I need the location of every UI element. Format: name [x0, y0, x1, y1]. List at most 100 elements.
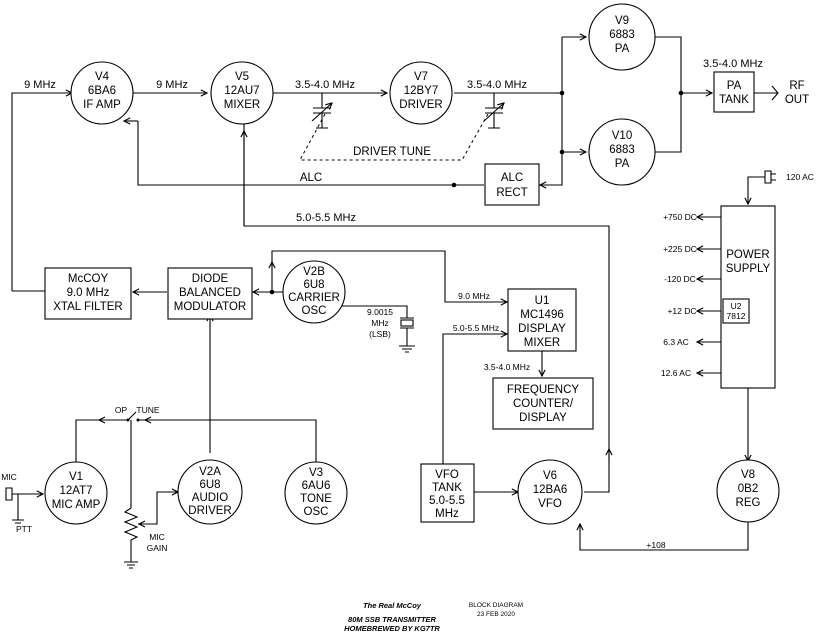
vfo-tank-line1: VFO [435, 469, 459, 481]
v8-line3: REG [736, 497, 761, 509]
title-block: The Real McCoy 80M SSB TRANSMITTER HOMEB… [344, 601, 523, 633]
tube-v10-pa: V10 6883 PA [588, 118, 656, 186]
tube-v7-driver: V7 12BY7 DRIVER [389, 61, 453, 125]
u1-display-mixer-block: U1 MC1496 DISPLAY MIXER [507, 288, 577, 352]
label-ptt: PTT [16, 524, 32, 534]
v2b-line2: 6U8 [303, 279, 324, 291]
v2b-line1: V2B [303, 266, 325, 278]
u1-line2: MC1496 [520, 309, 563, 321]
v4-line1: V4 [95, 71, 110, 83]
pa-tank-line1: PA [727, 80, 742, 92]
label-crystal-1: 9.0015 [367, 307, 393, 317]
mod-line3: MODULATOR [174, 301, 246, 313]
label-carrier-to-u1: 9.0 MHz [458, 291, 490, 301]
v2a-line2: 6U8 [199, 479, 220, 491]
u2-line2: 7812 [727, 311, 746, 321]
v3-line1: V3 [309, 467, 323, 479]
v9-line2: 6883 [609, 29, 635, 41]
filter-line3: XTAL FILTER [53, 301, 122, 313]
v7-line2: 12BY7 [404, 85, 439, 97]
label-alc: ALC [300, 172, 322, 184]
label-if-in: 9 MHz [24, 79, 56, 91]
v8-line1: V8 [741, 469, 755, 481]
label-tune: TUNE [136, 405, 159, 415]
tube-v8-reg: V8 0B2 REG [716, 459, 780, 523]
tube-v1-mic-amp: V1 12AT7 MIC AMP [44, 461, 108, 525]
label-crystal-3: (LSB) [369, 329, 391, 339]
v6-line2: 12BA6 [533, 484, 568, 496]
counter-line3: DISPLAY [519, 412, 567, 424]
ps-out-6v3: 6.3 AC [663, 337, 689, 347]
ps-out-225: +225 DC [663, 244, 697, 254]
v6-line1: V6 [543, 470, 557, 482]
label-pa-out: 3.5-4.0 MHz [703, 58, 763, 70]
footer-brand: The Real McCoy [363, 601, 422, 610]
ps-line2: SUPPLY [726, 263, 771, 275]
frequency-counter-block: FREQUENCY COUNTER/ DISPLAY [492, 377, 594, 430]
v1-line1: V1 [69, 471, 83, 483]
v3-line2: 6AU6 [302, 480, 331, 492]
footer-doc-type: BLOCK DIAGRAM [469, 602, 523, 609]
filter-line2: 9.0 MHz [67, 287, 110, 299]
mod-line2: BALANCED [179, 287, 241, 299]
tube-v5-mixer: V5 12AU7 MIXER [210, 61, 274, 125]
footer-title-2: HOMEBREWED BY KG7TR [344, 624, 440, 633]
label-vfo-line: 5.0-5.5 MHz [296, 212, 356, 224]
tube-v2a-audio-driver: V2A 6U8 AUDIO DRIVER [177, 459, 243, 525]
v1-line2: 12AT7 [59, 485, 92, 497]
counter-line1: FREQUENCY [507, 384, 580, 396]
label-crystal-2: MHz [371, 318, 388, 328]
power-output-labels: +750 DC +225 DC -120 DC +12 DC 6.3 AC 12… [661, 172, 814, 378]
pa-tank-line2: TANK [719, 94, 749, 106]
v7-line3: DRIVER [399, 99, 442, 111]
alc-rect-line2: RECT [496, 187, 527, 199]
u1-line1: U1 [535, 295, 550, 307]
xtal-filter-block: McCOY 9.0 MHz XTAL FILTER [44, 267, 132, 320]
v1-line3: MIC AMP [52, 499, 101, 511]
v2a-line3: AUDIO [192, 492, 228, 504]
v5-line2: 12AU7 [224, 85, 259, 97]
label-if-out: 9 MHz [156, 79, 188, 91]
label-mixer-out: 3.5-4.0 MHz [295, 79, 355, 91]
vfo-tank-line2: TANK [432, 482, 462, 494]
v2a-line4: DRIVER [188, 505, 231, 517]
v2a-line1: V2A [199, 466, 221, 478]
pa-tank-block: PA TANK [713, 71, 755, 113]
label-mic-gain-1: MIC [149, 532, 165, 542]
v5-line3: MIXER [224, 99, 260, 111]
footer-date: 23 FEB 2020 [477, 611, 515, 618]
junction-dots [269, 90, 684, 295]
v2b-line3: CARRIER [288, 292, 340, 304]
ps-out-12: +12 DC [667, 306, 696, 316]
v6-line3: VFO [538, 498, 562, 510]
label-mic-gain-2: GAIN [147, 543, 168, 553]
v3-line4: OSC [304, 506, 329, 518]
label-driver-out: 3.5-4.0 MHz [467, 79, 527, 91]
label-u1-out: 3.5-4.0 MHz [484, 362, 530, 372]
v9-line3: PA [615, 43, 630, 55]
v10-line2: 6883 [609, 144, 635, 156]
v7-line1: V7 [414, 71, 428, 83]
alc-rect-line1: ALC [501, 172, 523, 184]
label-plus-108: +108 [646, 540, 665, 550]
signal-wires [5, 37, 779, 569]
label-vfo-to-u1: 5.0-5.5 MHz [453, 323, 499, 333]
u1-line4: MIXER [524, 337, 560, 349]
v4-line2: 6BA6 [88, 85, 116, 97]
tube-v9-pa: V9 6883 PA [588, 3, 656, 71]
signal-labels: 9 MHz 9 MHz 3.5-4.0 MHz 3.5-4.0 MHz 3.5-… [1, 58, 809, 553]
ps-out-12v6: 12.6 AC [661, 368, 691, 378]
tube-v4-if-amp: V4 6BA6 IF AMP [70, 61, 134, 125]
u2-line1: U2 [731, 301, 742, 311]
filter-line1: McCOY [68, 273, 109, 285]
footer-title-1: 80M SSB TRANSMITTER [348, 615, 437, 624]
alc-rect-block: ALC RECT [484, 163, 540, 206]
label-op: OP [115, 405, 128, 415]
v10-line1: V10 [612, 130, 632, 142]
vfo-tank-block: VFO TANK 5.0-5.5 MHz [420, 463, 475, 523]
label-mic: MIC [1, 472, 17, 482]
v9-line1: V9 [615, 15, 629, 27]
ps-out-750: +750 DC [663, 212, 697, 222]
mod-line1: DIODE [192, 273, 229, 285]
